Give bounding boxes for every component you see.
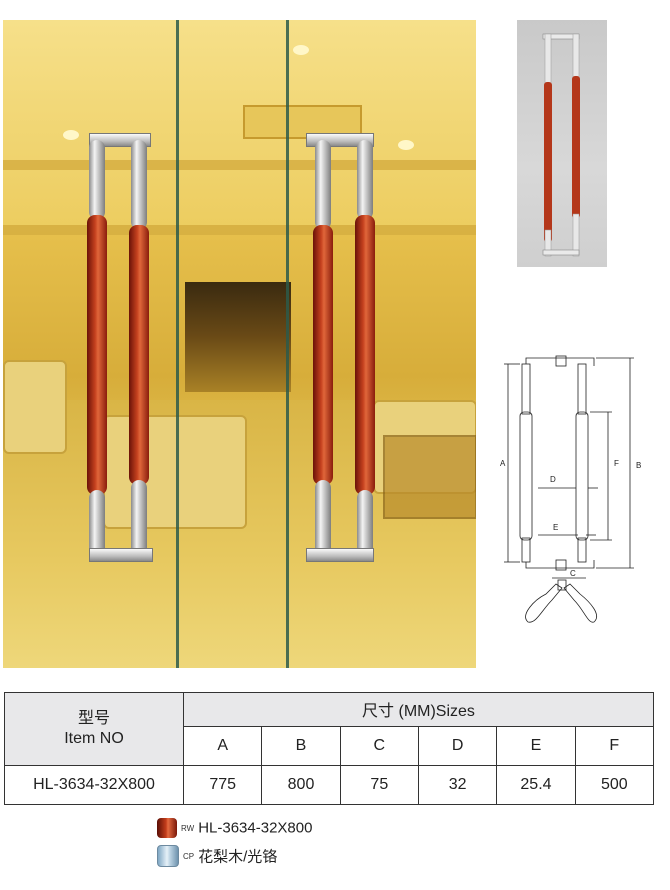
handle-bracket bbox=[89, 548, 153, 562]
dim-label-a: A bbox=[500, 459, 506, 468]
ceiling-light bbox=[63, 130, 79, 140]
handle-wood-grip bbox=[313, 225, 333, 485]
dim-label-c: C bbox=[570, 569, 576, 578]
item-no-header: 型号 Item NO bbox=[4, 692, 184, 766]
side-table bbox=[383, 435, 476, 519]
spec-table: 型号 Item NO 尺寸 (MM)Sizes A B C D E F HL-3… bbox=[4, 692, 655, 805]
finish-text: 花梨木/光铬 bbox=[198, 848, 278, 866]
finish-text: HL-3634-32X800 bbox=[198, 819, 313, 837]
ceiling-light bbox=[293, 45, 309, 55]
ceiling-vent bbox=[243, 105, 362, 139]
column-header: A bbox=[182, 725, 263, 767]
ceiling bbox=[3, 20, 476, 235]
handle-chrome-cap bbox=[131, 480, 147, 560]
value-cell: 800 bbox=[261, 765, 341, 805]
handle-chrome-cap bbox=[315, 480, 331, 560]
item-no-header-en: Item NO bbox=[64, 730, 124, 747]
column-header: B bbox=[261, 725, 341, 767]
chrome-swatch-icon bbox=[157, 845, 179, 867]
handle-chrome-cap bbox=[357, 490, 373, 560]
value-cell: 775 bbox=[182, 765, 263, 805]
handle-wood-grip bbox=[87, 215, 107, 495]
sizes-header: 尺寸 (MM)Sizes bbox=[183, 692, 654, 727]
value-cell: 25.4 bbox=[496, 765, 576, 805]
handle-illustration bbox=[542, 33, 580, 257]
handle-chrome-cap bbox=[89, 140, 105, 220]
doorway bbox=[185, 282, 291, 392]
column-header: D bbox=[417, 725, 498, 767]
handle-chrome-cap bbox=[315, 140, 331, 230]
ceiling-beam bbox=[3, 160, 476, 170]
armchair bbox=[3, 360, 67, 454]
item-no-header-zh: 型号 bbox=[77, 710, 110, 727]
glass-door-edge bbox=[286, 20, 289, 668]
item-no-cell: HL-3634-32X800 bbox=[4, 765, 184, 805]
table-row: HL-3634-32X800 775 800 75 32 25.4 500 bbox=[4, 765, 655, 805]
rosewood-swatch-icon bbox=[157, 818, 177, 838]
dimension-diagram: A B F D E C bbox=[498, 340, 648, 640]
dim-label-e: E bbox=[553, 523, 558, 532]
handle-wood-grip bbox=[355, 215, 375, 495]
finish-code: CP bbox=[183, 851, 195, 861]
column-header: E bbox=[496, 725, 576, 767]
finish-code: RW bbox=[181, 823, 195, 833]
value-cell: 500 bbox=[574, 765, 655, 805]
dim-label-b: B bbox=[636, 461, 641, 470]
handle-chrome-cap bbox=[89, 490, 105, 560]
column-header: C bbox=[339, 725, 419, 767]
dim-label-d: D bbox=[550, 475, 556, 484]
handle-chrome-cap bbox=[131, 140, 147, 230]
handle-chrome-cap bbox=[357, 140, 373, 220]
value-cell: 32 bbox=[417, 765, 498, 805]
column-header: F bbox=[574, 725, 655, 767]
value-cell: 75 bbox=[339, 765, 419, 805]
handle-bracket bbox=[306, 548, 374, 562]
glass-door-edge bbox=[176, 20, 179, 668]
ceiling-light bbox=[398, 140, 414, 150]
product-thumbnail bbox=[517, 20, 607, 267]
sofa bbox=[103, 415, 247, 529]
handle-wood-grip bbox=[129, 225, 149, 485]
column-letters-row: A B C D E F bbox=[5, 725, 655, 767]
dim-label-f: F bbox=[614, 459, 619, 468]
product-photo bbox=[3, 20, 476, 668]
ceiling-beam bbox=[3, 225, 476, 235]
